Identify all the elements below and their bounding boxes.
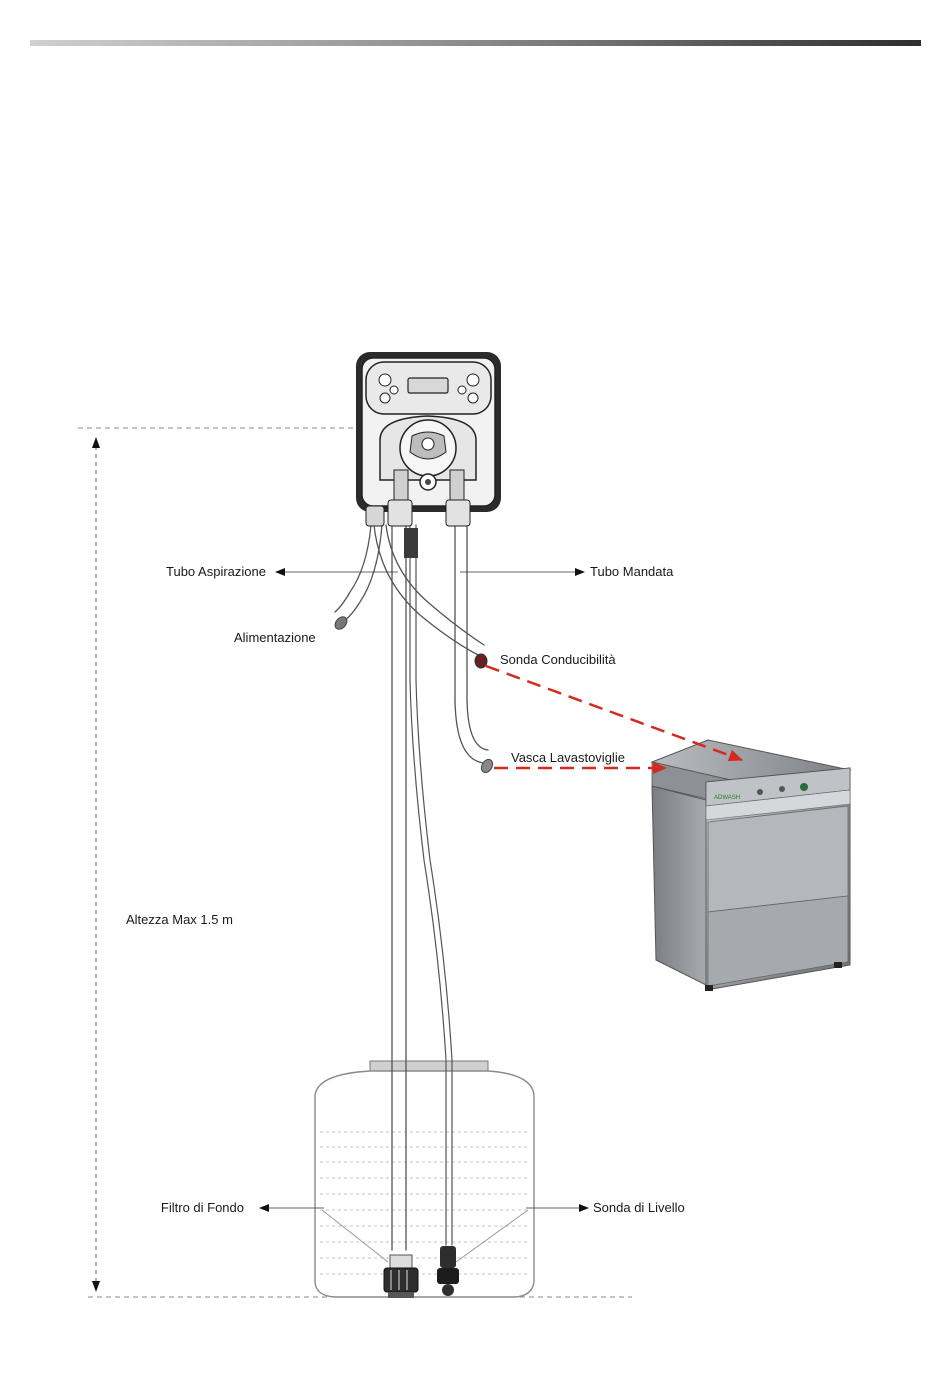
label-vasca-lavastoviglie: Vasca Lavastoviglie	[511, 750, 625, 765]
tank-icon	[315, 1061, 534, 1297]
label-altezza-max: Altezza Max 1.5 m	[126, 912, 233, 927]
delivery-tube-end	[479, 757, 495, 774]
label-tubo-mandata: Tubo Mandata	[590, 564, 674, 579]
conductivity-probe-end	[475, 654, 487, 668]
label-alimentazione: Alimentazione	[234, 630, 316, 645]
label-tubo-aspirazione: Tubo Aspirazione	[166, 564, 266, 579]
svg-text:ADWASH: ADWASH	[714, 795, 740, 801]
peristaltic-pump-icon	[356, 352, 501, 558]
label-sonda-conducibilita: Sonda Conducibilità	[500, 652, 616, 667]
header-rule	[30, 40, 921, 46]
power-cable-end	[333, 614, 350, 631]
label-filtro-di-fondo: Filtro di Fondo	[161, 1200, 244, 1215]
dishwasher-icon: ADWASH	[652, 740, 850, 991]
conductivity-arrow	[486, 666, 742, 760]
label-sonda-di-livello: Sonda di Livello	[593, 1200, 685, 1215]
